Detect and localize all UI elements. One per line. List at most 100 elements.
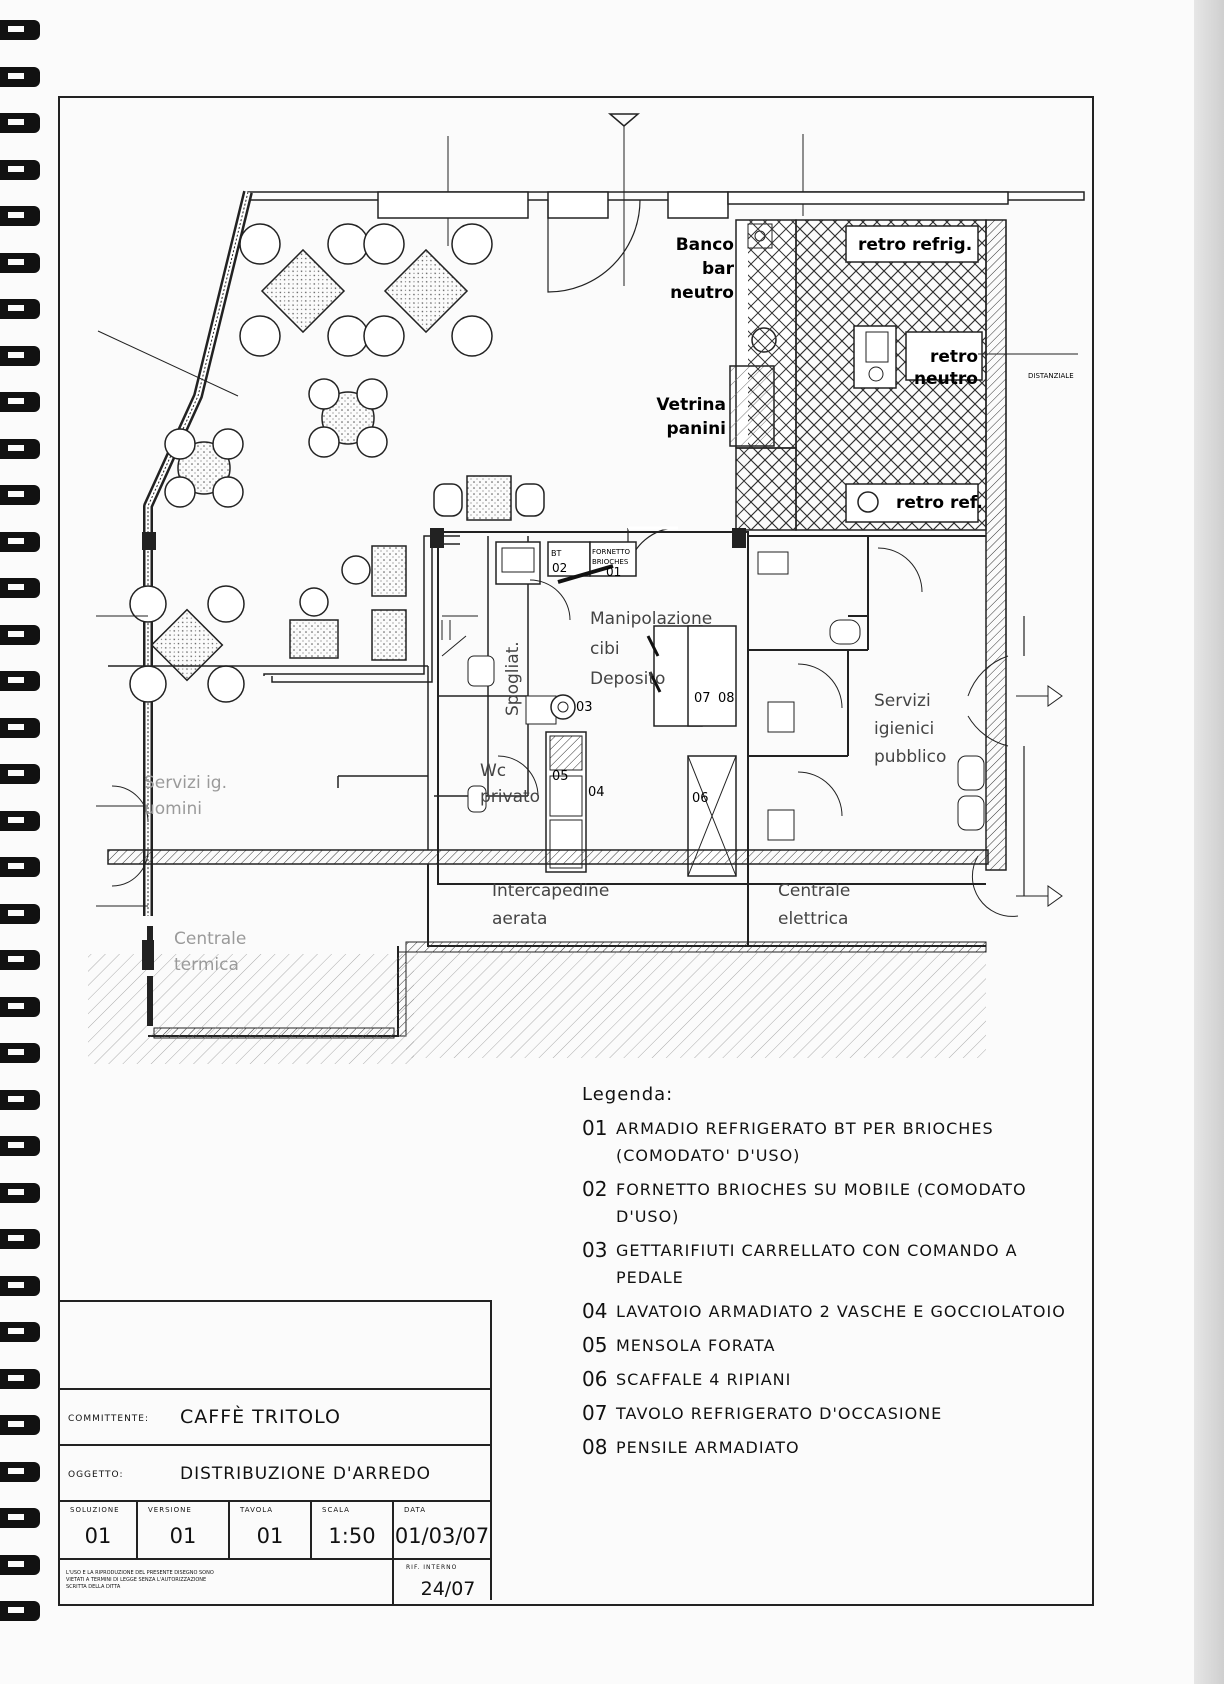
svg-text:neutro: neutro <box>670 283 734 303</box>
binding-ring <box>0 1275 40 1296</box>
legend-item-text: Tavolo refrigerato d'occasione <box>616 1404 943 1423</box>
retro-neutro-label: retro neutro <box>914 347 978 389</box>
item-codes: BT 02 FORNETTO BRIOCHES 01 03 04 05 06 0… <box>551 548 735 806</box>
svg-text:FORNETTO: FORNETTO <box>592 548 630 556</box>
svg-text:Manipolazione: Manipolazione <box>590 609 712 629</box>
svg-text:03: 03 <box>576 700 593 715</box>
binding-ring <box>0 252 40 273</box>
binding-ring <box>0 857 40 877</box>
disclaimer-row: L'USO E LA RIPRODUZIONE DEL PRESENTE DIS… <box>60 1558 490 1604</box>
binding-ring <box>0 1229 40 1249</box>
legend-item-text: Armadio refrigerato BT per brioches (com… <box>616 1119 994 1165</box>
binding-ring <box>0 531 40 552</box>
page-edge <box>1194 0 1224 1684</box>
binding-ring <box>0 996 40 1017</box>
legend-item: 02 Fornetto brioches su mobile (comodato … <box>582 1176 1082 1230</box>
legend-item: 03Gettarifiuti carrellato con comando a … <box>582 1237 1082 1291</box>
legend-item-number: 01 <box>582 1116 608 1140</box>
legend-item: 01 Armadio refrigerato BT per brioches (c… <box>582 1115 1082 1169</box>
binding-ring <box>0 1461 40 1482</box>
binding-ring <box>0 717 40 738</box>
svg-text:termica: termica <box>174 955 239 975</box>
legend-item-text: Scaffale 4 ripiani <box>616 1370 792 1389</box>
legend-item-number: 06 <box>582 1367 608 1391</box>
legend-item-text: Pensile armadiato <box>616 1438 800 1457</box>
binding-ring <box>0 1508 40 1528</box>
table-group <box>129 223 545 703</box>
svg-text:06: 06 <box>692 791 709 806</box>
vetrina-label: Vetrina panini <box>656 395 726 439</box>
legend-item-number: 07 <box>582 1401 608 1425</box>
svg-text:Wc: Wc <box>480 761 506 781</box>
oggetto-value: DISTRIBUZIONE D'ARREDO <box>180 1464 432 1484</box>
binding-ring <box>0 1368 40 1389</box>
binding-ring <box>0 1554 40 1575</box>
binding-ring <box>0 950 40 970</box>
svg-text:bar: bar <box>702 259 735 279</box>
legend-item-number: 02 <box>582 1177 608 1201</box>
svg-text:Intercapedine: Intercapedine <box>492 881 609 901</box>
north-arrow-icon <box>607 113 641 127</box>
committente-value: CAFFÈ TRITOLO <box>180 1406 342 1428</box>
svg-text:pubblico: pubblico <box>874 747 946 767</box>
distanziale-label: DISTANZIALE <box>1028 372 1074 380</box>
svg-text:01: 01 <box>606 565 621 579</box>
wc-privato-label: Wc privato <box>480 761 540 807</box>
svg-text:privato: privato <box>480 787 540 807</box>
legend-item-number: 05 <box>582 1333 608 1357</box>
svg-text:uomini: uomini <box>144 799 202 819</box>
legend-item-text: Fornetto brioches su mobile (comodato d'… <box>616 1180 1027 1226</box>
legend-item-text: Gettarifiuti carrellato con comando a pe… <box>616 1241 1018 1287</box>
binding-ring <box>0 299 40 319</box>
svg-text:panini: panini <box>667 419 727 439</box>
svg-text:BRIOCHES: BRIOCHES <box>592 558 629 566</box>
committente-label: COMMITTENTE: <box>68 1414 150 1424</box>
binding-ring <box>0 345 40 366</box>
binding-ring <box>0 206 40 226</box>
legend-title: Legenda: <box>582 1084 674 1105</box>
binding-ring <box>0 159 40 180</box>
svg-text:neutro: neutro <box>914 369 978 389</box>
binding-ring <box>0 810 40 831</box>
committente-row: COMMITTENTE: CAFFÈ TRITOLO <box>60 1388 490 1446</box>
svg-text:igienici: igienici <box>874 719 934 739</box>
oggetto-label: OGGETTO: <box>68 1470 124 1480</box>
banco-label: Banco bar neutro <box>670 235 735 303</box>
deposito-label: Deposito <box>590 669 665 689</box>
legend-item-number: 08 <box>582 1435 608 1459</box>
svg-text:02: 02 <box>552 561 567 575</box>
svg-text:07: 07 <box>694 691 711 706</box>
legend-item: 04 Lavatoio armadiato 2 vasche e gocciola… <box>582 1298 1082 1325</box>
floor-plan: Banco bar neutro Vetrina panini retro re… <box>88 113 1085 1064</box>
binding-ring <box>0 20 40 40</box>
svg-text:aerata: aerata <box>492 909 547 929</box>
svg-text:Centrale: Centrale <box>174 929 246 949</box>
title-block: COMMITTENTE: CAFFÈ TRITOLO OGGETTO: DIST… <box>60 1300 492 1604</box>
disclaimer: L'USO E LA RIPRODUZIONE DEL PRESENTE DIS… <box>60 1560 394 1604</box>
svg-text:08: 08 <box>718 691 735 706</box>
binding-ring <box>0 113 40 133</box>
retro-ref-label: retro ref. <box>896 493 983 513</box>
legend-item-text: Lavatoio armadiato 2 vasche e gocciolato… <box>616 1302 1066 1321</box>
binding-ring <box>0 1601 40 1621</box>
servizi-pubblico-label: Servizi igienici pubblico <box>874 691 946 767</box>
svg-text:04: 04 <box>588 785 605 800</box>
binding-ring <box>0 66 40 87</box>
legend-item-number: 04 <box>582 1299 608 1323</box>
binding-ring <box>0 1043 40 1063</box>
binding-ring <box>0 1322 40 1342</box>
retro-refrig-label: retro refrig. <box>858 235 972 255</box>
legend-item-text: Mensola forata <box>616 1336 776 1355</box>
drawing-frame <box>58 96 1094 1606</box>
binding-ring <box>0 1136 40 1156</box>
binding-ring <box>0 485 40 505</box>
svg-text:elettrica: elettrica <box>778 909 848 929</box>
manipolazione-label: Manipolazione cibi <box>590 609 712 659</box>
spiral-binding <box>0 20 44 1660</box>
svg-text:05: 05 <box>552 769 569 784</box>
binding-ring <box>0 1182 40 1203</box>
